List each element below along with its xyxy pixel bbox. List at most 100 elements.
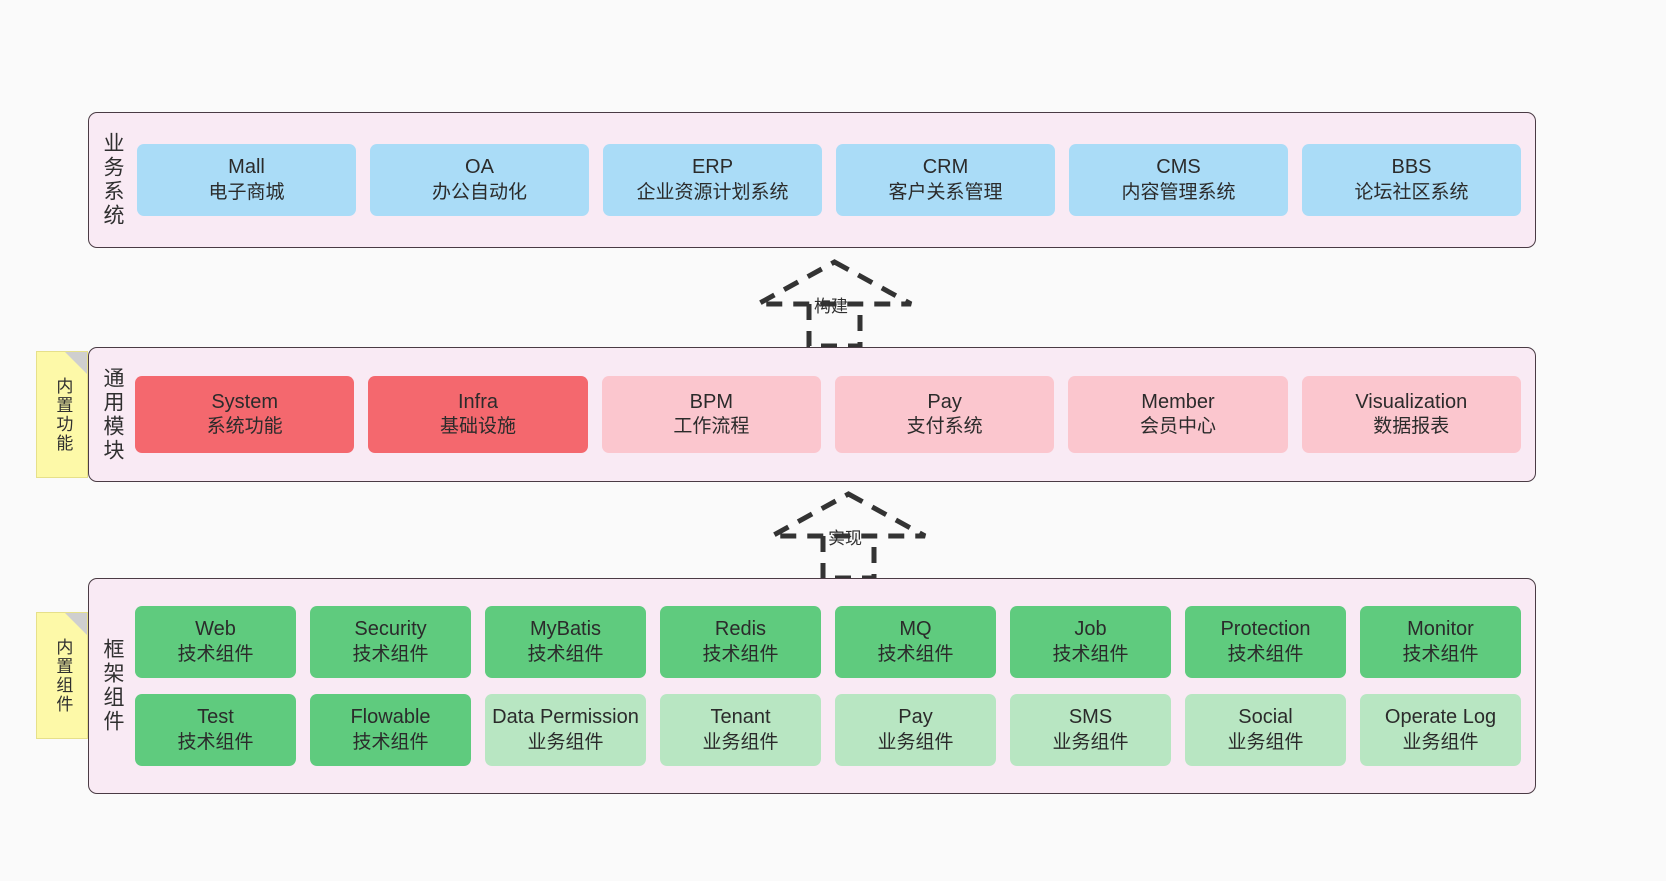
card-monitor-name: Monitor [1407,618,1474,641]
card-security[interactable]: Security 技术组件 [310,606,471,678]
layer-framework-component: 框架组件 Web 技术组件 Security 技术组件 MyBatis 技术组件 [88,578,1536,794]
card-mybatis[interactable]: MyBatis 技术组件 [485,606,646,678]
layer-body-common: System 系统功能 Infra 基础设施 BPM 工作流程 Pay 支付系统… [135,348,1535,481]
note-fold-icon [65,613,87,635]
card-infra-name: Infra [457,390,498,413]
card-sms-name: SMS [1068,706,1113,729]
card-oa[interactable]: OA 办公自动化 [370,144,589,216]
card-web-name: Web [195,618,236,641]
note-builtin-component: 内置组件 [36,612,88,739]
card-tenant[interactable]: Tenant 业务组件 [660,694,821,766]
card-visualization[interactable]: Visualization 数据报表 [1301,376,1521,453]
layer-body-business: Mall 电子商城 OA 办公自动化 ERP 企业资源计划系统 CRM 客户关系… [135,113,1535,247]
framework-card-row-2: Test 技术组件 Flowable 技术组件 Data Permission … [135,694,1521,766]
card-member-name: Member [1141,390,1215,413]
card-member[interactable]: Member 会员中心 [1068,376,1288,453]
card-erp-desc: 企业资源计划系统 [636,181,789,203]
card-social-desc: 业务组件 [1227,731,1304,753]
card-social-name: Social [1238,706,1293,729]
card-bbs-desc: 论坛社区系统 [1354,181,1469,203]
card-mybatis-name: MyBatis [529,618,602,641]
note-builtin-function: 内置功能 [36,351,88,478]
card-visualization-desc: 数据报表 [1373,416,1450,438]
card-tenant-desc: 业务组件 [702,731,779,753]
card-web-desc: 技术组件 [177,643,254,665]
card-security-desc: 技术组件 [352,643,429,665]
card-test-desc: 技术组件 [177,731,254,753]
card-operate-log-desc: 业务组件 [1402,731,1479,753]
card-crm[interactable]: CRM 客户关系管理 [836,144,1055,216]
card-bpm[interactable]: BPM 工作流程 [601,376,821,453]
card-erp[interactable]: ERP 企业资源计划系统 [603,144,822,216]
card-system-desc: 系统功能 [206,416,283,438]
card-system-name: System [211,390,278,413]
card-social[interactable]: Social 业务组件 [1185,694,1346,766]
layer-title-common: 通用模块 [101,366,125,463]
card-pay-module-name: Pay [927,390,962,413]
card-pay-component-desc: 业务组件 [877,731,954,753]
card-crm-name: CRM [922,156,969,179]
card-bpm-name: BPM [689,390,733,413]
card-flowable-name: Flowable [350,706,431,729]
card-monitor-desc: 技术组件 [1402,643,1479,665]
card-pay-module[interactable]: Pay 支付系统 [834,376,1055,453]
card-pay-module-desc: 支付系统 [906,416,983,438]
card-mall-name: Mall [228,156,265,179]
card-operate-log[interactable]: Operate Log 业务组件 [1360,694,1521,766]
card-data-permission[interactable]: Data Permission 业务组件 [485,694,646,766]
card-job-desc: 技术组件 [1052,643,1129,665]
card-bbs-name: BBS [1391,156,1432,179]
card-cms-desc: 内容管理系统 [1121,181,1236,203]
framework-card-grid: Web 技术组件 Security 技术组件 MyBatis 技术组件 Redi… [135,606,1521,766]
business-card-row: Mall 电子商城 OA 办公自动化 ERP 企业资源计划系统 CRM 客户关系… [137,144,1521,216]
card-mq-name: MQ [899,618,932,641]
card-flowable[interactable]: Flowable 技术组件 [310,694,471,766]
card-protection-desc: 技术组件 [1227,643,1304,665]
card-monitor[interactable]: Monitor 技术组件 [1360,606,1521,678]
card-protection[interactable]: Protection 技术组件 [1185,606,1346,678]
card-cms[interactable]: CMS 内容管理系统 [1069,144,1288,216]
card-pay-component[interactable]: Pay 业务组件 [835,694,996,766]
note-builtin-component-label: 内置组件 [53,637,73,714]
card-protection-name: Protection [1220,618,1311,641]
card-redis-name: Redis [714,618,767,641]
card-bbs[interactable]: BBS 论坛社区系统 [1302,144,1521,216]
card-pay-component-name: Pay [898,706,933,729]
card-test-name: Test [197,706,234,729]
connector-build-label: 构建 [814,297,848,316]
card-sms-desc: 业务组件 [1052,731,1129,753]
card-mall[interactable]: Mall 电子商城 [137,144,356,216]
framework-card-row-1: Web 技术组件 Security 技术组件 MyBatis 技术组件 Redi… [135,606,1521,678]
card-mq-desc: 技术组件 [877,643,954,665]
card-sms[interactable]: SMS 业务组件 [1010,694,1171,766]
note-builtin-function-label: 内置功能 [53,376,73,453]
layer-common-module: 通用模块 System 系统功能 Infra 基础设施 BPM 工作流程 Pay [88,347,1536,482]
layer-title-framework: 框架组件 [101,638,125,734]
card-operate-log-name: Operate Log [1384,706,1497,729]
card-tenant-name: Tenant [710,706,771,729]
card-mybatis-desc: 技术组件 [527,643,604,665]
common-card-row: System 系统功能 Infra 基础设施 BPM 工作流程 Pay 支付系统… [135,376,1521,453]
card-redis[interactable]: Redis 技术组件 [660,606,821,678]
card-data-permission-name: Data Permission [492,706,639,729]
card-cms-name: CMS [1156,156,1201,179]
card-infra-desc: 基础设施 [439,416,516,438]
card-member-desc: 会员中心 [1139,416,1216,438]
layer-title-business: 业务系统 [101,132,125,228]
card-job-name: Job [1074,618,1107,641]
card-flowable-desc: 技术组件 [352,731,429,753]
note-fold-icon [65,352,87,374]
connector-implement: 实现 [766,490,931,582]
card-job[interactable]: Job 技术组件 [1010,606,1171,678]
connector-implement-label: 实现 [828,529,862,548]
card-mq[interactable]: MQ 技术组件 [835,606,996,678]
card-visualization-name: Visualization [1355,390,1468,413]
card-test[interactable]: Test 技术组件 [135,694,296,766]
card-system[interactable]: System 系统功能 [135,376,355,453]
card-data-permission-desc: 业务组件 [527,731,604,753]
card-security-name: Security [354,618,427,641]
card-infra[interactable]: Infra 基础设施 [368,376,588,453]
card-oa-desc: 办公自动化 [431,181,527,203]
card-web[interactable]: Web 技术组件 [135,606,296,678]
layer-body-framework: Web 技术组件 Security 技术组件 MyBatis 技术组件 Redi… [135,579,1535,793]
